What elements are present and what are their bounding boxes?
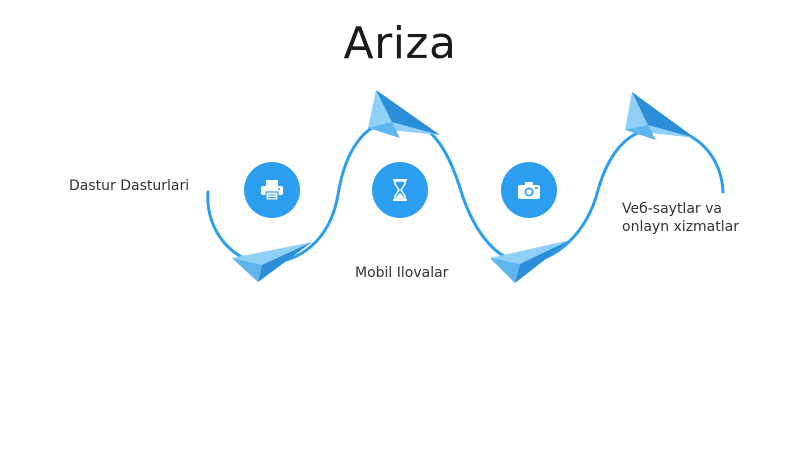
flow-curve [206,118,725,265]
paper-plane-1 [232,242,312,282]
camera-circle [501,162,557,218]
printer-circle [244,162,300,218]
hourglass-icon [393,179,407,201]
paper-plane-3 [490,240,570,283]
printer-icon [261,180,283,201]
slide-title: Ariza [343,18,457,69]
camera-icon [518,182,540,199]
step-label-mobile: Mobil Ilovalar [355,265,449,281]
step-label-web: Veб-saytlar va onlayn xizmatlar [622,201,739,235]
paper-plane-2 [368,90,440,138]
paper-plane-4 [625,92,695,140]
step-label-software: Dastur Dasturlari [69,178,190,194]
hourglass-circle [372,162,428,218]
